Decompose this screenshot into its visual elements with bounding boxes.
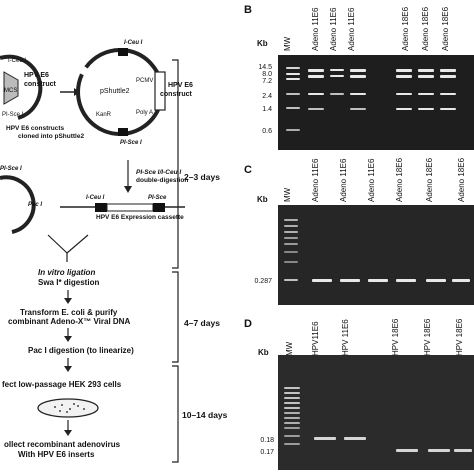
panel-d-lane-4: HPV 18E6	[423, 318, 432, 356]
days-2: 4–7 days	[184, 318, 220, 328]
pisce-site	[118, 128, 128, 136]
panel-a-drawing	[0, 48, 185, 463]
panel-d-lane-1: HPV11E6	[311, 321, 320, 356]
iceu-site	[118, 48, 128, 56]
panel-b-lane-0: MW	[283, 36, 292, 51]
label-iceu-left: I-Ceu I	[8, 58, 27, 64]
panel-c-kb: Kb	[257, 195, 268, 204]
label-pcmv: PCMV	[136, 78, 154, 84]
panel-c-letter: C	[244, 164, 252, 176]
panel-b-marker-06: 0.6	[262, 128, 272, 135]
label-double-digest-1: PI-Sce I/I-Ceu I	[136, 169, 182, 176]
panel-d-lane-2: HPV 11E6	[341, 319, 350, 356]
culture-dish	[37, 398, 99, 418]
label-construct-left: construct	[24, 81, 56, 88]
panel-a-schematic: I-Ceu I HPV E6 construct MCS PI-Sce I HP…	[0, 0, 236, 474]
label-polya: Poly A	[136, 110, 154, 116]
panel-b-lane-1: Adeno 11E6	[311, 7, 320, 51]
panel-d-letter: D	[244, 318, 252, 330]
panel-c-lane-3: Adeno 11E6	[367, 158, 376, 202]
label-adeno-pac: Pac I	[28, 202, 43, 208]
hpv-insert-block	[154, 71, 166, 111]
label-mcs: MCS	[4, 88, 18, 94]
left-plasmid-arc	[0, 54, 43, 120]
panel-d-lane-3: HPV 18E6	[391, 318, 400, 356]
panel-d-marker-017: 0.17	[260, 449, 274, 456]
bracket-1	[172, 59, 179, 269]
label-iceu-top: I-Ceu I	[124, 40, 143, 46]
label-cassette-right: PI-Sce	[148, 195, 167, 201]
panel-b-kb: Kb	[257, 39, 268, 48]
label-pshuttle2: pShuttle2	[100, 88, 130, 95]
step-transform-1: Transform E. coli & purify	[20, 308, 118, 317]
label-cloned-1: HPV E6 constructs	[6, 125, 65, 132]
step-collect-2: With HPV E6 inserts	[18, 450, 95, 459]
panel-c-lane-4: Adeno 18E6	[395, 157, 404, 202]
label-hpv-right: HPV E6	[168, 82, 193, 89]
label-cassette: HPV E6 Expression cassette	[96, 214, 184, 221]
panel-b-lane-2: Adeno 11E6	[329, 7, 338, 51]
panel-c-lane-2: Adeno 11E6	[339, 158, 348, 202]
panel-b-lane-5: Adeno 18E6	[421, 6, 430, 51]
cassette-right-end	[153, 203, 165, 212]
label-adeno-pisce: PI-Sce I	[0, 166, 22, 172]
panel-c-lane-6: Adeno 18E6	[457, 157, 466, 202]
label-hpv-left: HPV E6	[24, 72, 49, 79]
label-cassette-left: I-Ceu I	[86, 195, 105, 201]
panel-b-lane-6: Adeno 18E6	[441, 6, 450, 51]
panel-b-marker-1: 1.4	[262, 106, 272, 113]
cassette-body	[106, 203, 154, 212]
panel-d-marker-018: 0.18	[260, 437, 274, 444]
panel-c-marker-0287: 0.287	[254, 278, 272, 285]
bracket-3	[172, 365, 179, 463]
panel-d-lane-5: HPV 18E6	[455, 318, 464, 356]
panel-d-gel	[278, 355, 474, 470]
adeno-plasmid-arc	[0, 175, 36, 234]
days-3: 10–14 days	[182, 410, 228, 420]
label-construct-right: construct	[160, 91, 192, 98]
step-transform-2: combinant Adeno-X™ Viral DNA	[8, 317, 131, 326]
step-swa: Swa I* digestion	[38, 278, 100, 287]
panel-b-marker-14: 14.5	[258, 64, 272, 71]
panel-b-marker-2: 2.4	[262, 93, 272, 100]
panel-c-lane-0: MW	[283, 187, 292, 202]
panel-c-lane-1: Adeno 11E6	[311, 158, 320, 202]
panel-c-gel	[278, 205, 474, 305]
panel-b-lane-4: Adeno 18E6	[401, 6, 410, 51]
label-pisce-left: PI-Sce I	[2, 112, 24, 118]
cassette-left-end	[95, 203, 107, 212]
mcs-block	[3, 71, 19, 105]
step-pac: Pac I digestion (to linearize)	[28, 346, 134, 355]
label-kan: KanR	[96, 112, 112, 118]
days-1: 2–3 days	[184, 172, 220, 182]
label-cloned-2: cloned into pShuttle2	[18, 133, 85, 140]
label-double-digest-2: double-digestion	[136, 177, 189, 184]
panel-b-lane-3: Adeno 11E6	[347, 7, 356, 51]
label-pisce-shuttle: PI-Sce I	[120, 140, 142, 146]
panel-c-lane-5: Adeno 18E6	[425, 157, 434, 202]
bracket-2	[172, 271, 179, 363]
panel-b-marker-8: 8.0	[262, 71, 272, 78]
step-transfect: fect low-passage HEK 293 cells	[2, 380, 122, 389]
panel-b-gel	[278, 55, 474, 150]
panel-d-kb: Kb	[258, 348, 269, 357]
step-ligation: In vitro ligation	[38, 268, 96, 277]
panel-d-lane-0: MW	[285, 341, 294, 356]
panel-b-marker-7: 7.2	[262, 78, 272, 85]
panel-b-letter: B	[244, 4, 252, 16]
step-collect-1: ollect recombinant adenovirus	[4, 440, 121, 449]
